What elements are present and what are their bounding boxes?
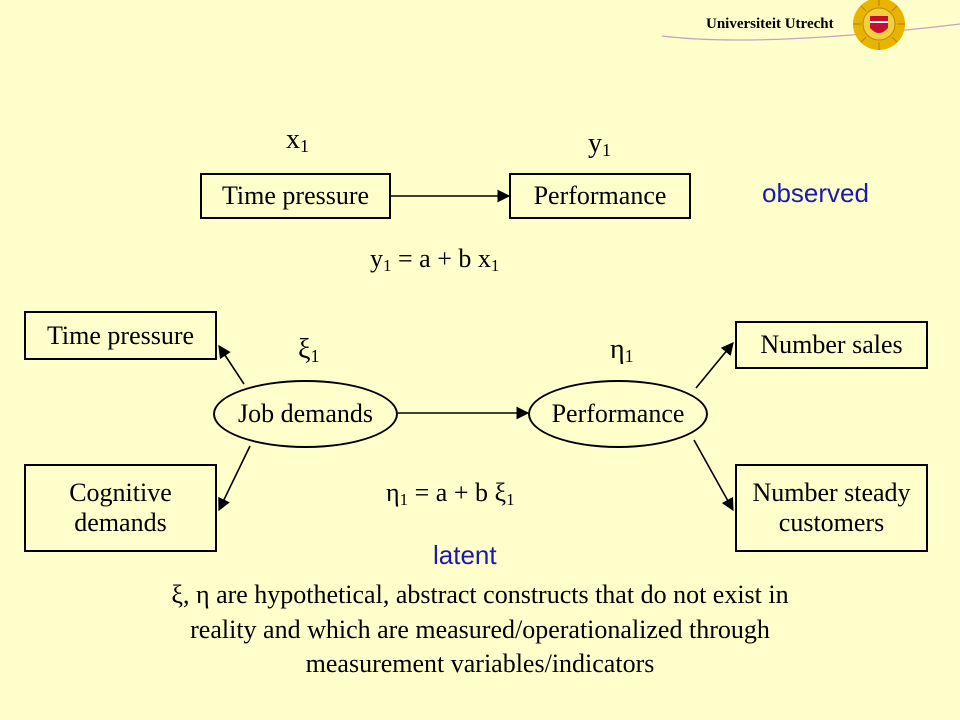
latent-equation: η1 = a + b ξ1: [386, 478, 515, 509]
footnote-line1: ξ, η are hypothetical, abstract construc…: [171, 580, 789, 609]
indicator-time-pressure: Time pressure: [24, 311, 217, 360]
latent-ellipse-job-demands: Job demands: [213, 380, 398, 448]
indicator-number-sales: Number sales: [735, 321, 928, 369]
footnote-line3: measurement variables/indicators: [305, 649, 655, 679]
footnote-line2: reality and which are measured/operation…: [190, 614, 770, 644]
observed-y-symbol: y1: [588, 128, 611, 160]
loading-arrow-time-pressure: [218, 344, 245, 385]
loading-arrow-cognitive-demands: [218, 445, 251, 512]
indicator-steady-line2: customers: [778, 508, 885, 537]
observed-label: observed: [762, 178, 869, 208]
indicator-number-steady-customers: Number steady customers: [735, 464, 928, 552]
latent-eta-symbol: η1: [610, 334, 634, 366]
loading-arrow-number-steady: [693, 439, 734, 512]
university-name: Universiteit Utrecht: [706, 16, 834, 32]
latent-ellipse-performance: Performance: [528, 380, 708, 448]
latent-xi-symbol: ξ1: [298, 334, 320, 366]
logo-swoosh: [661, 23, 960, 41]
latent-label: latent: [433, 540, 497, 570]
observed-box-time-pressure: Time pressure: [200, 173, 391, 219]
footnote-text: ξ, η are hypothetical, abstract construc…: [50, 578, 910, 682]
indicator-cognitive-demands: Cognitive demands: [24, 464, 217, 552]
indicator-cognitive-line2: demands: [74, 508, 167, 537]
indicator-cognitive-line1: Cognitive: [69, 478, 172, 508]
observed-box-performance: Performance: [509, 173, 691, 219]
indicator-steady-line1: Number steady: [752, 478, 911, 508]
observed-equation: y1 = a + b x1: [370, 244, 500, 275]
loading-arrow-number-sales: [695, 342, 734, 389]
observed-x-symbol: x1: [286, 124, 309, 156]
sun-seal-icon: [853, 0, 905, 50]
